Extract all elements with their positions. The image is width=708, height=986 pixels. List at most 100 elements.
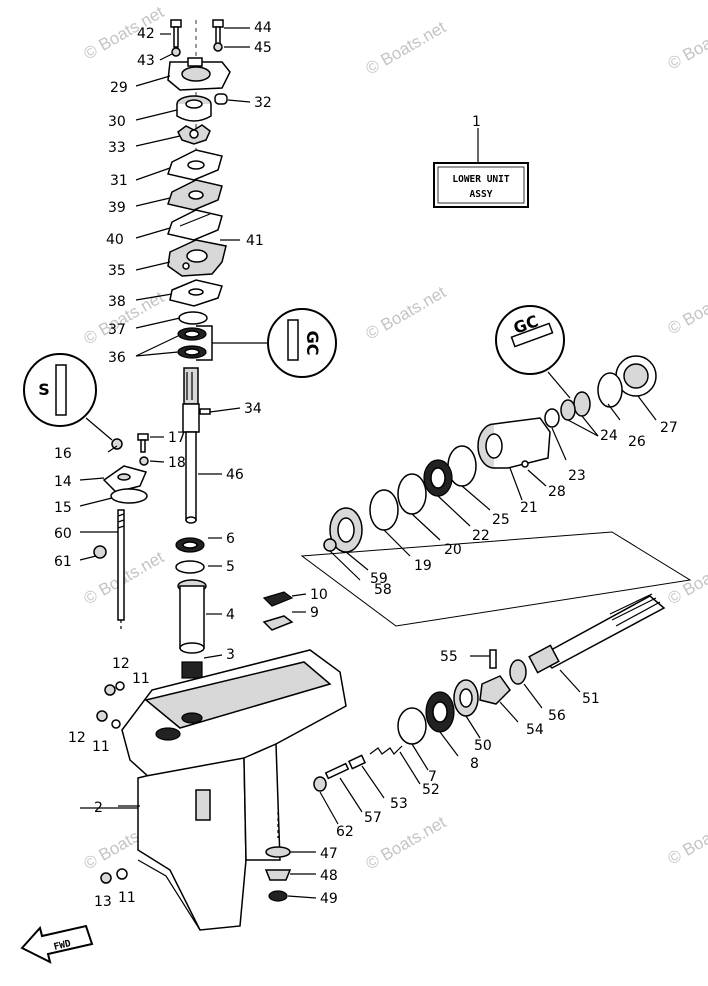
housing-21[interactable] (477, 417, 551, 469)
bearing-27[interactable] (615, 355, 657, 397)
washer-19[interactable] (369, 489, 399, 531)
bearing-6[interactable] (175, 537, 205, 553)
spacer-9[interactable] (262, 615, 294, 631)
gasket-38[interactable] (169, 279, 223, 307)
watermark: © Boats.net (665, 277, 708, 338)
label-46: 46 (226, 467, 244, 483)
bearing-8[interactable] (425, 691, 455, 733)
label-47: 47 (320, 846, 338, 862)
grease-callout-right: GC (495, 305, 565, 375)
label-34: 34 (244, 401, 262, 417)
assy-box-line1: LOWER UNIT (452, 174, 509, 185)
cam-62[interactable] (313, 776, 327, 792)
label-16: 16 (54, 446, 72, 462)
plate-39[interactable] (167, 179, 223, 211)
label-14: 14 (54, 474, 72, 490)
spring-52[interactable] (369, 745, 403, 755)
cartridge-30[interactable] (176, 95, 212, 122)
callout-gc-upper: GC (303, 331, 322, 356)
pump-case-35[interactable] (167, 239, 227, 277)
pin-55[interactable] (489, 649, 497, 669)
impeller-33[interactable] (177, 124, 211, 145)
washer-43[interactable] (171, 47, 181, 57)
screw-61[interactable] (93, 545, 107, 559)
plunger-53[interactable] (347, 754, 367, 770)
shim-5[interactable] (175, 560, 205, 574)
drive-shaft-46[interactable] (182, 367, 200, 524)
label-54: 54 (526, 722, 544, 738)
label-20: 20 (444, 542, 462, 558)
gasket-31[interactable] (167, 149, 223, 181)
nut-48[interactable] (264, 869, 292, 881)
gear-59[interactable] (329, 507, 363, 553)
callout-s-left: S (38, 380, 50, 399)
bolt-28[interactable] (521, 460, 529, 468)
cover-14[interactable] (102, 465, 148, 493)
spacer-10[interactable] (262, 591, 294, 607)
label-12b: 12 (68, 730, 86, 746)
label-26: 26 (628, 434, 646, 450)
washer-47[interactable] (265, 846, 291, 858)
label-29: 29 (110, 80, 128, 96)
assy-box-line2: ASSY (470, 189, 493, 200)
washer-11-lower[interactable] (111, 719, 121, 729)
watermark: © Boats.net (665, 12, 708, 73)
washer-11-upper[interactable] (115, 681, 125, 691)
clutch-54[interactable] (479, 675, 511, 705)
label-27: 27 (660, 420, 678, 436)
washer-18[interactable] (139, 456, 149, 466)
label-51: 51 (582, 691, 600, 707)
screw-17[interactable] (137, 433, 149, 453)
washer-11-bottom[interactable] (116, 868, 128, 880)
clutch-56[interactable] (509, 659, 527, 685)
stud-60[interactable] (117, 509, 125, 621)
label-60: 60 (54, 526, 72, 542)
bearing-3[interactable] (181, 661, 203, 679)
label-50: 50 (474, 738, 492, 754)
oring-15[interactable] (110, 488, 148, 504)
label-23: 23 (568, 468, 586, 484)
oring-16[interactable] (111, 438, 123, 450)
shim-7[interactable] (397, 707, 427, 745)
washer-58[interactable] (323, 538, 337, 552)
watermark: © Boats.net (363, 17, 450, 78)
oil-seals-36[interactable] (177, 327, 207, 359)
label-19: 19 (414, 558, 432, 574)
bolt-13[interactable] (100, 872, 112, 884)
label-7: 7 (428, 769, 437, 785)
label-18: 18 (168, 455, 186, 471)
pump-housing-29[interactable] (167, 57, 231, 91)
grommet-32[interactable] (214, 93, 228, 105)
lower-case-2[interactable] (121, 649, 347, 931)
oring-37[interactable] (178, 311, 208, 325)
shim-20[interactable] (397, 473, 427, 515)
label-36: 36 (108, 350, 126, 366)
bearing-22[interactable] (423, 459, 453, 497)
leader-lines (79, 27, 657, 899)
lower-unit-assy-box[interactable]: LOWER UNIT ASSY (433, 128, 529, 208)
sleeve-4[interactable] (177, 579, 207, 654)
label-10: 10 (310, 587, 328, 603)
ring-26[interactable] (597, 372, 623, 408)
seal-24a[interactable] (573, 391, 591, 417)
label-62: 62 (336, 824, 354, 840)
washer-45[interactable] (213, 42, 223, 52)
gasket-40[interactable] (167, 209, 223, 241)
pin-57[interactable] (324, 762, 350, 780)
bearing-23[interactable] (544, 408, 560, 428)
gear-50[interactable] (453, 679, 479, 717)
cotter-49[interactable] (268, 890, 288, 902)
seal-24b[interactable] (560, 399, 576, 421)
bolt-42[interactable] (170, 19, 182, 48)
label-3: 3 (226, 647, 235, 663)
label-31: 31 (110, 173, 128, 189)
watermark: © Boats.net (665, 807, 708, 868)
key-34[interactable] (199, 408, 211, 415)
label-21: 21 (520, 500, 538, 516)
propeller-shaft-51[interactable] (528, 593, 666, 674)
label-38: 38 (108, 294, 126, 310)
watermark: © Boats.net (363, 282, 450, 343)
bolt-12-lower[interactable] (96, 710, 108, 722)
bolt-12-upper[interactable] (104, 684, 116, 696)
